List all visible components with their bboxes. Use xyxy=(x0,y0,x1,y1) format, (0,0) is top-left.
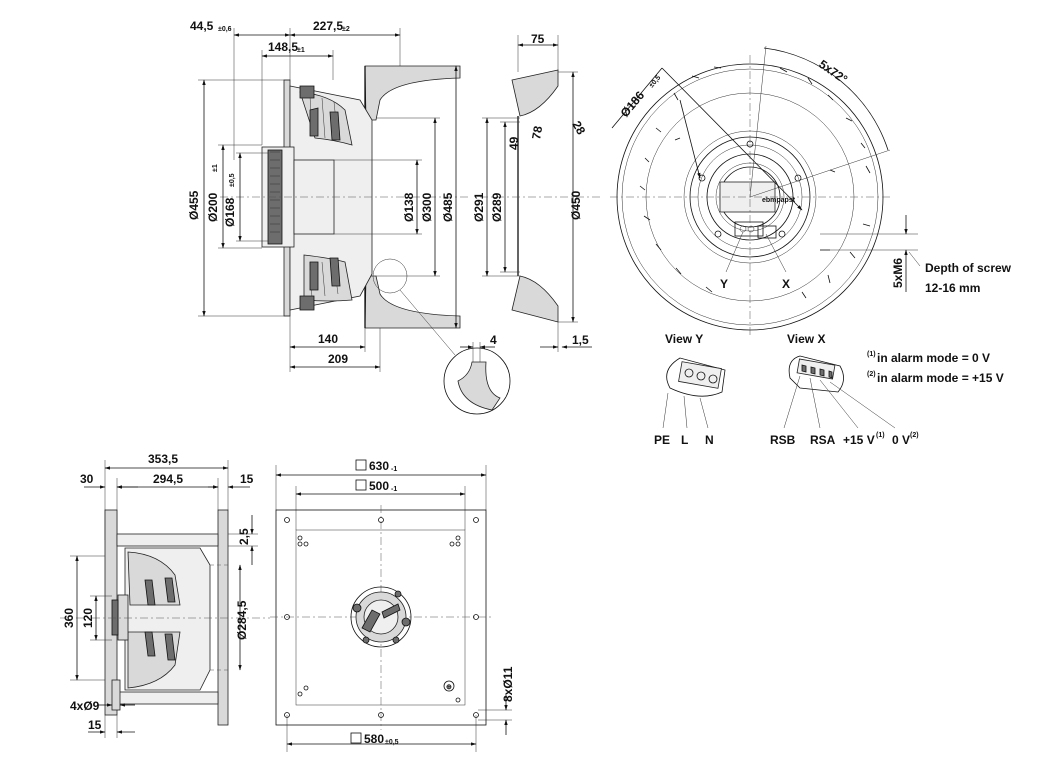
dim-168-tol: ±0,5 xyxy=(229,173,236,187)
mounted-side-view: 353,5 30 294,5 15 2,5 Ø284,5 360 xyxy=(60,452,270,738)
dim-209: 209 xyxy=(328,352,348,366)
dim-485: Ø485 xyxy=(441,192,455,222)
dim-450: Ø450 xyxy=(569,190,583,220)
pin-pe: PE xyxy=(654,433,670,447)
note1: in alarm mode = 0 V xyxy=(877,351,990,365)
dim-4: 4 xyxy=(490,333,497,347)
dim-360: 360 xyxy=(62,608,76,628)
pin-l: L xyxy=(681,433,688,447)
dim-200-tol: ±1 xyxy=(212,164,219,172)
svg-text:⊕: ⊕ xyxy=(446,684,452,691)
pin-15v-sup: (1) xyxy=(876,432,885,439)
dim-1-5: 1,5 xyxy=(572,333,589,347)
dim-5x72: 5x72° xyxy=(816,57,850,87)
label-x: X xyxy=(782,277,790,291)
dim-455: Ø455 xyxy=(187,190,201,220)
dim-5xM6: 5xM6 xyxy=(891,258,905,288)
dim-140: 140 xyxy=(318,332,338,346)
screw-note-2: 12-16 mm xyxy=(925,281,980,295)
dim-168: Ø168 xyxy=(223,197,237,227)
view-y-title: View Y xyxy=(665,332,703,346)
dim-580: 580 xyxy=(364,732,384,746)
dim-49: 49 xyxy=(507,136,521,150)
inlet-section-view: 75 Ø291 Ø289 49 78 28 Ø450 1,5 4 xyxy=(443,32,600,415)
dim-15-bottom: 15 xyxy=(88,718,102,732)
dim-44-5-tol: ±0,6 xyxy=(218,26,232,33)
dim-353-5: 353,5 xyxy=(148,452,178,466)
dim-227-5: 227,5 xyxy=(313,19,343,33)
dim-500: 500 xyxy=(369,479,389,493)
dim-630-tol: -1 xyxy=(391,466,397,473)
dim-300: Ø300 xyxy=(420,192,434,222)
pin-0v: 0 V xyxy=(892,433,910,447)
brand-mark: ebmpapst xyxy=(762,197,796,204)
pin-0v-sup: (2) xyxy=(910,432,919,439)
pin-n: N xyxy=(705,433,714,447)
dim-186: Ø186 xyxy=(618,88,648,120)
fan-front-view: ebmpapst Ø186 ±0,5 5x72° Y X 5x xyxy=(610,45,1012,335)
pin-15v: +15 V xyxy=(843,433,875,447)
fan-side-view: 44,5 ±0,6 227,5 ±2 148,5 ±1 xyxy=(187,19,470,372)
screw-note-1: Depth of screw xyxy=(925,261,1012,275)
dim-4x9: 4xØ9 xyxy=(70,699,100,713)
dim-148-5-tol: ±1 xyxy=(297,47,305,54)
dim-630: 630 xyxy=(369,459,389,473)
dim-289: Ø289 xyxy=(490,192,504,222)
label-y: Y xyxy=(720,277,728,291)
dim-28: 28 xyxy=(569,119,588,138)
mounted-front-view: 630 -1 500 -1 xyxy=(270,459,515,752)
note1-sup: (1) xyxy=(867,351,876,358)
dim-500-tol: -1 xyxy=(391,486,397,493)
dim-227-5-tol: ±2 xyxy=(342,26,350,33)
view-y: View Y PE L N xyxy=(654,332,726,447)
dim-78: 78 xyxy=(529,125,545,141)
dim-44-5: 44,5 xyxy=(190,19,214,33)
dim-291: Ø291 xyxy=(472,192,486,222)
dim-30: 30 xyxy=(80,472,94,486)
pin-rsb: RSB xyxy=(770,433,796,447)
note2-sup: (2) xyxy=(867,371,876,378)
dim-294-5: 294,5 xyxy=(153,472,183,486)
view-x: View X RSB RSA +15 V (1) 0 V (2) (1) in … xyxy=(770,332,1004,447)
dim-138: Ø138 xyxy=(402,192,416,222)
dim-2-5: 2,5 xyxy=(237,528,251,545)
dim-284-5: Ø284,5 xyxy=(235,600,249,640)
dim-148-5: 148,5 xyxy=(268,40,298,54)
dim-120: 120 xyxy=(81,608,95,628)
view-x-title: View X xyxy=(787,332,825,346)
note2: in alarm mode = +15 V xyxy=(877,371,1004,385)
dim-8x11: 8xØ11 xyxy=(501,666,515,702)
dim-200: Ø200 xyxy=(206,192,220,222)
dim-580-tol: ±0,5 xyxy=(385,739,399,746)
dim-15-top: 15 xyxy=(240,472,254,486)
dim-186-tol: ±0,5 xyxy=(648,74,662,89)
corner-holes xyxy=(284,517,479,718)
dim-75: 75 xyxy=(531,32,545,46)
pin-rsa: RSA xyxy=(810,433,836,447)
